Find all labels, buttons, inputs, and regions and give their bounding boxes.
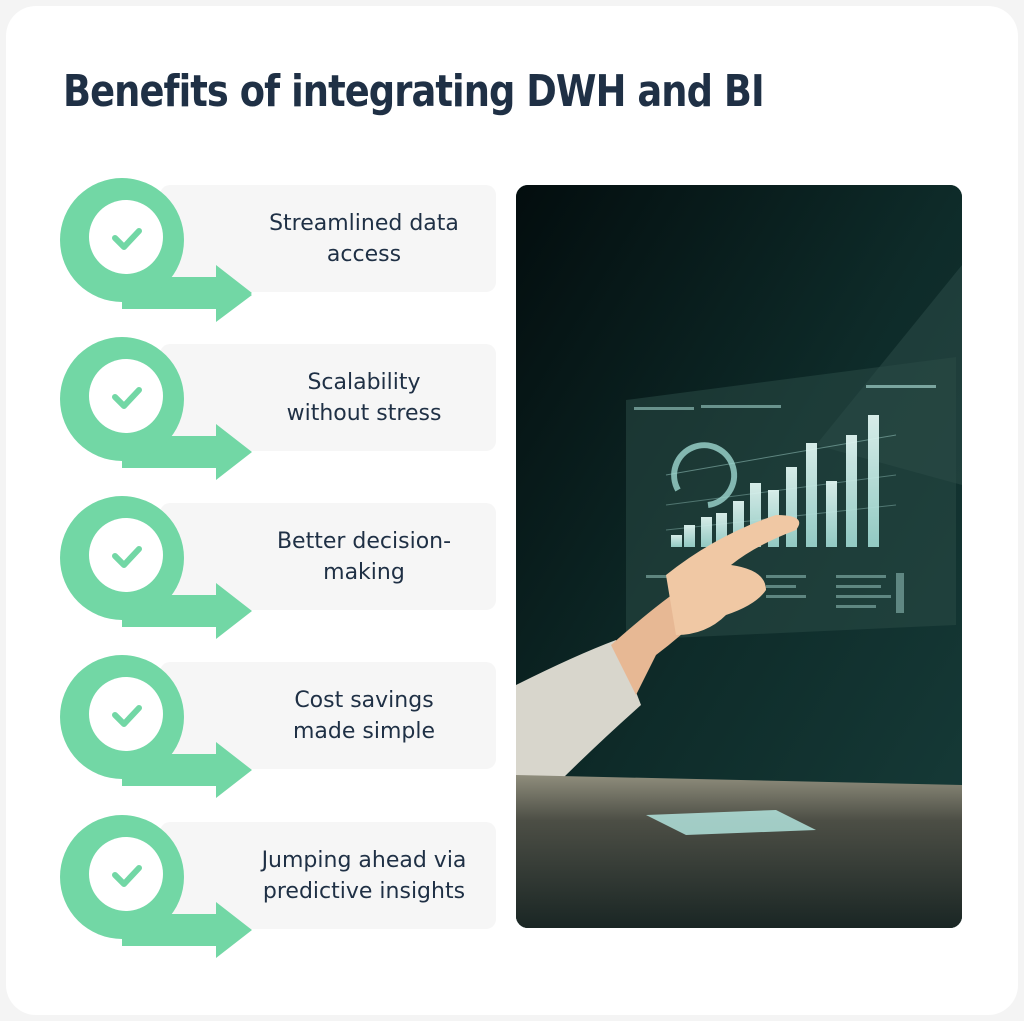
benefit-item-2: Scalability without stress bbox=[60, 332, 500, 482]
benefit-label: Scalability without stress bbox=[286, 369, 442, 426]
check-circle-arrow-icon bbox=[60, 655, 252, 798]
benefit-label: Better decision- making bbox=[276, 528, 452, 585]
benefit-item-5: Jumping ahead via predictive insights bbox=[60, 810, 500, 960]
benefit-label: Streamlined data access bbox=[269, 210, 459, 267]
check-circle-arrow-icon bbox=[60, 815, 252, 958]
check-circle-arrow-icon bbox=[60, 496, 252, 639]
photo-illustration bbox=[516, 185, 962, 928]
benefit-label: Cost savings made simple bbox=[292, 687, 436, 744]
page-title: Benefits of integrating DWH and BI bbox=[63, 66, 765, 117]
hero-photo-dashboard-hand bbox=[516, 185, 962, 928]
benefit-item-3: Better decision- making bbox=[60, 491, 500, 641]
benefit-card: Streamlined data access bbox=[160, 185, 496, 292]
check-circle-arrow-icon bbox=[60, 178, 252, 322]
benefit-label: Jumping ahead via predictive insights bbox=[261, 847, 467, 904]
benefit-item-1: Streamlined data access bbox=[60, 173, 500, 323]
check-circle-arrow-icon bbox=[60, 337, 252, 480]
benefit-card: Jumping ahead via predictive insights bbox=[160, 822, 496, 929]
benefit-item-4: Cost savings made simple bbox=[60, 650, 500, 800]
